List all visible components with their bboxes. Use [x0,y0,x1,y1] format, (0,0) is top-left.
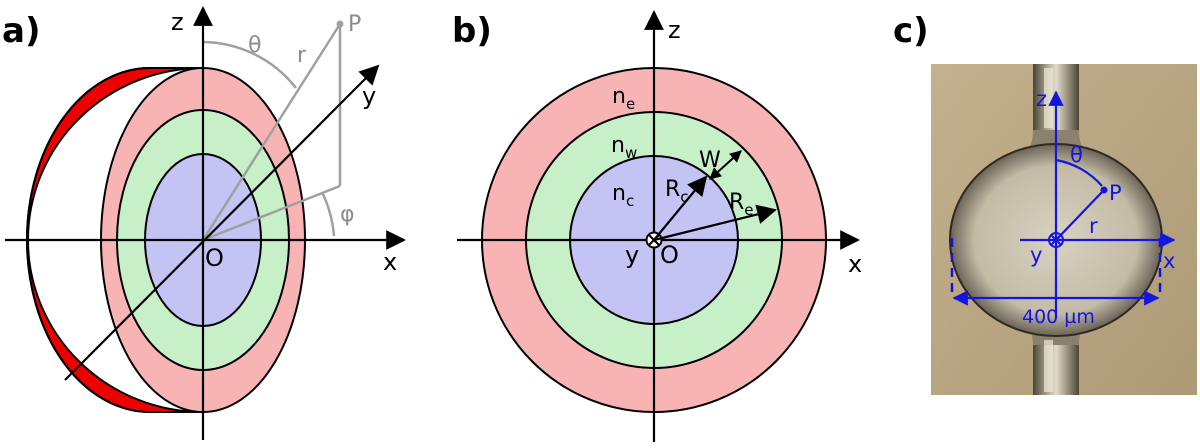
rc-label: Rc [665,177,689,206]
z-axis-label-c: z [1036,87,1047,111]
origin-label-b: O [660,241,679,269]
point-p-label-c: P [1109,181,1122,205]
y-axis-label-a: y [362,82,376,110]
z-axis-label-b: z [668,16,681,44]
theta-label-c: θ [1070,143,1083,167]
ne-label: ne [612,84,635,113]
y-axis-a [64,64,380,381]
panel-c-label: c) [893,11,929,51]
rc-arrow [653,175,708,241]
point-p-marker [336,20,344,28]
theta-arc-c [1055,158,1103,187]
nc-label: nc [612,181,634,210]
photo-overlay: z x y P θ r 400 µm [950,87,1176,328]
origin-label-a: O [205,244,224,272]
panel-b-label: b) [452,11,492,51]
z-axis-label-a: z [171,8,184,36]
phi-label-a: φ [340,202,355,227]
w-arrow [709,150,742,180]
x-axis-label-b: x [848,250,862,278]
nw-label: nw [611,133,637,162]
scale-bar-label: 400 µm [1022,306,1095,328]
panel-b: b) z x y O ne nw nc Rc Re W [452,10,862,442]
re-label: Re [729,190,754,219]
y-axis-into-page-icon-c [1048,232,1064,248]
r-label-c: r [1089,214,1098,238]
r-label-a: r [297,43,307,68]
microscope-photo [931,64,1197,395]
panel-a: a) z x y O P θ r φ [2,6,406,440]
theta-label-a: θ [248,33,261,58]
panel-a-label: a) [2,11,40,51]
w-label: W [699,148,721,173]
panel-c: c) [893,11,1197,395]
point-p-marker-c [1100,186,1108,194]
r-vector-c [1055,189,1105,241]
x-axis-label-a: x [383,248,397,276]
x-axis-label-c: x [1163,249,1175,273]
y-axis-label-b: y [625,241,639,269]
y-axis-label-c: y [1030,243,1042,267]
point-p-label-a: P [348,12,361,37]
re-arrow [653,204,777,242]
